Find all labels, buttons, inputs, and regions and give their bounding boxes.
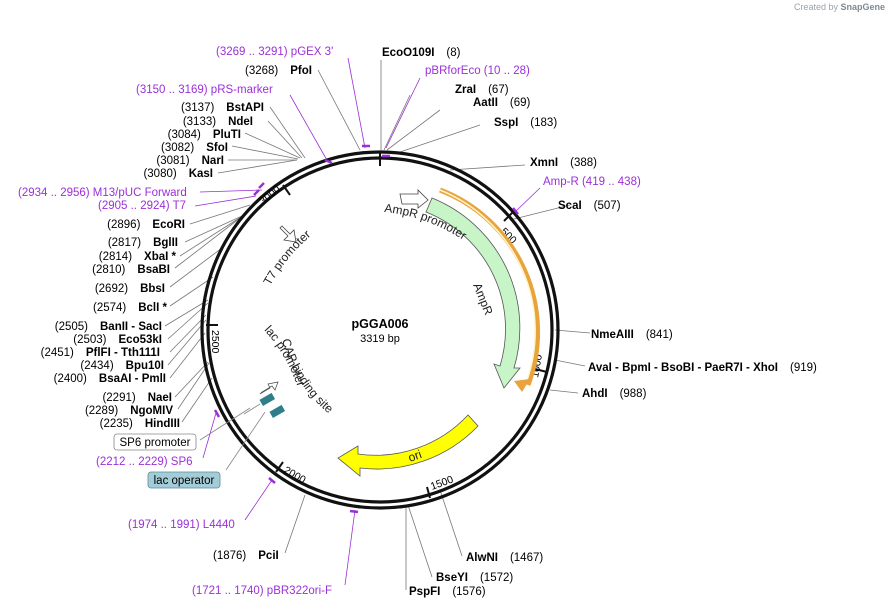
- enzyme-label[interactable]: (2503)Eco53kI: [73, 334, 162, 346]
- enzyme-label[interactable]: (2574)BclI *: [93, 302, 168, 314]
- primer-label[interactable]: (2905 .. 2924) T7: [98, 200, 186, 212]
- enzyme-label[interactable]: AlwNI(1467): [466, 552, 543, 564]
- enzyme-label[interactable]: (2400)BsaAI - PmlI: [54, 373, 166, 385]
- enzyme-label[interactable]: (3080)KasI: [143, 168, 213, 180]
- primer-label[interactable]: Amp-R (419 .. 438): [543, 176, 641, 188]
- enzyme-label[interactable]: (3084)PluTI: [168, 129, 241, 141]
- enzyme-label[interactable]: (2235)HindIII: [100, 418, 180, 430]
- snapgene-watermark: Created by SnapGene: [794, 2, 885, 12]
- enzyme-label[interactable]: (2817)BglII: [108, 237, 178, 249]
- t7-promoter-feature[interactable]: [279, 225, 297, 243]
- lac-operator-label: lac operator: [154, 475, 215, 487]
- ori-feature[interactable]: [337, 414, 479, 477]
- tick-2500: 2500: [209, 330, 221, 354]
- ampr-label: AmpR: [470, 281, 496, 317]
- enzyme-label[interactable]: AvaI - BpmI - BsoBI - PaeR7I - XhoI(919): [588, 362, 817, 374]
- enzyme-label[interactable]: BseYI(1572): [436, 572, 513, 584]
- scale-ticks: [206, 184, 548, 499]
- enzyme-label[interactable]: (2814)XbaI *: [99, 251, 177, 263]
- primer-label[interactable]: (1974 .. 1991) L4440: [128, 519, 235, 531]
- enzyme-label[interactable]: (2810)BsaBI: [92, 264, 170, 276]
- enzyme-label[interactable]: NmeAIII(841): [591, 329, 673, 341]
- leader-lines: [164, 60, 591, 590]
- primer-label[interactable]: pBRforEco (10 .. 28): [425, 65, 530, 77]
- enzyme-label[interactable]: AhdI(988): [582, 388, 647, 400]
- primer-label[interactable]: (3150 .. 3169) pRS-marker: [136, 84, 273, 96]
- primer-label[interactable]: (3269 .. 3291) pGEX 3': [216, 46, 333, 58]
- primer-leader-lines: [194, 57, 541, 586]
- enzyme-label[interactable]: (3081)NarI: [156, 155, 224, 167]
- sp6-promoter-label: SP6 promoter: [120, 437, 191, 449]
- enzyme-label[interactable]: (3137)BstAPI: [181, 102, 264, 114]
- lac-promoter-feature[interactable]: [259, 381, 279, 395]
- enzyme-label[interactable]: SspI(183): [494, 117, 557, 129]
- watermark-prefix: Created by: [793, 2, 838, 12]
- enzyme-label[interactable]: (1876)PciI: [213, 550, 279, 562]
- enzyme-label[interactable]: (2692)BbsI: [95, 283, 165, 295]
- enzyme-label[interactable]: AatII(69): [473, 97, 531, 109]
- enzyme-label[interactable]: XmnI(388): [530, 157, 597, 169]
- primer-label[interactable]: (1721 .. 1740) pBR322ori-F: [192, 585, 332, 597]
- plasmid-length: 3319 bp: [360, 333, 400, 345]
- ampr-promoter-feature[interactable]: [399, 189, 429, 209]
- enzyme-label[interactable]: (2505)BanII - SacI: [55, 321, 162, 333]
- ampr-cds-arrow: [514, 379, 530, 392]
- cap-site-box[interactable]: [259, 392, 276, 406]
- lac-operator-label-box: [147, 471, 221, 489]
- ori-label: ori: [406, 447, 423, 465]
- enzyme-label[interactable]: (2289)NgoMIV: [85, 405, 173, 417]
- enzyme-label[interactable]: (3268)PfoI: [245, 65, 312, 77]
- enzyme-label[interactable]: (2291)NaeI: [102, 392, 172, 404]
- primer-label[interactable]: (2212 .. 2229) SP6: [96, 456, 193, 468]
- cap-site-label: CAP binding site: [279, 337, 336, 416]
- sp6-promoter-box: [113, 433, 197, 451]
- primer-label[interactable]: (2934 .. 2956) M13/pUC Forward: [18, 187, 187, 199]
- ampr-feature[interactable]: [425, 197, 521, 389]
- enzyme-label[interactable]: EcoO109I(8): [382, 47, 461, 59]
- enzyme-label[interactable]: (3133)NdeI: [183, 116, 253, 128]
- plasmid-name: pGGA006: [352, 317, 409, 331]
- enzymes-left: (3268)PfoI (3137)BstAPI (3133)NdeI (3084…: [41, 65, 312, 430]
- enzyme-label[interactable]: (2896)EcoRI: [107, 219, 185, 231]
- enzyme-label[interactable]: PspFI(1576): [409, 586, 486, 598]
- snapgene-logo: SnapGene: [840, 2, 885, 12]
- t7-promoter-label: T7 promoter: [260, 227, 313, 287]
- enzymes-right: EcoO109I(8) ZraI(67) AatII(69) SspI(183)…: [213, 47, 817, 598]
- lac-operator-box[interactable]: [269, 404, 286, 418]
- primer-marks: [213, 144, 519, 514]
- enzyme-label[interactable]: (3082)SfoI: [161, 142, 228, 154]
- enzyme-label[interactable]: ZraI(67): [455, 84, 509, 96]
- enzyme-label[interactable]: (2434)Bpu10I: [80, 360, 164, 372]
- enzyme-label[interactable]: ScaI(507): [558, 200, 621, 212]
- enzyme-label[interactable]: (2451)PflFI - Tth111I: [41, 347, 160, 359]
- primers: (3269 .. 3291) pGEX 3' pBRforEco (10 .. …: [18, 46, 641, 597]
